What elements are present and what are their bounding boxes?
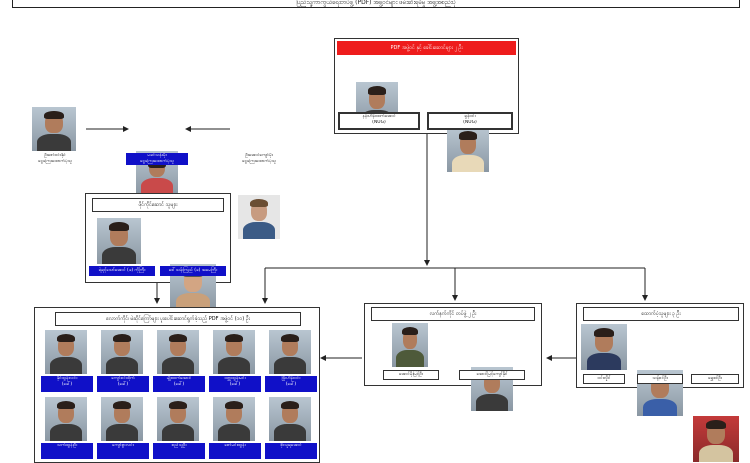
upper-center-role: ငွေကြေးထောက်ပံ့သူ [126, 159, 188, 165]
member-card: ဖြိုးဟိန်းဝင်း(ခေါ်) [263, 330, 317, 394]
upper-right-name: ဦးအောင်ကျော်မိုး [245, 153, 273, 158]
member-name: စည်သူဦး [171, 443, 187, 448]
member-photo [157, 397, 199, 441]
middle-left-box: ဖိုင်ကိုင်ဆောင် သူများ ရဲရင့်သော်အောင် (… [85, 193, 231, 310]
right-group-label-3: ရွှေစင်ဦး [691, 374, 739, 384]
upper-right-placeholder-avatar [238, 195, 280, 239]
right-group-photo-1 [581, 324, 627, 370]
right-group-name-2: သန့်ဇင်ဦး [652, 376, 668, 381]
member-name: ကျော်ဇင်ထိုက် [111, 376, 135, 381]
member-caption: သက်ထွန်းဦး [41, 443, 93, 459]
middle-right-name-2: အောင်မြင့်ကျော်နိုင် [476, 372, 508, 377]
top-member-name-1: နန်းဟိန်းထက်အောင် [362, 114, 396, 119]
right-group-photo-3 [693, 416, 739, 462]
bottom-left-row-1: နိုင်ထွန်းလင်း(ခေါ်)ကျော်ဇင်ထိုက်(ခေါ်)မ… [39, 330, 319, 394]
member-card: စိုးသူရအောင် [263, 397, 317, 461]
upper-right-label: ဦးအောင်ကျော်မိုး ငွေကြေးထောက်ပံ့သူ [228, 153, 290, 165]
member-caption: ဇော်မင်းထွန်း [209, 443, 261, 459]
member-card: ဇော်မင်းထွန်း [207, 397, 261, 461]
member-card: သက်ထွန်းဦး [39, 397, 93, 461]
upper-left-photo-left [32, 107, 76, 151]
member-card: ကျော်စွာလင်း [95, 397, 149, 461]
upper-left-role-left: ငွေကြေးထောက်ပံ့သူ [38, 159, 72, 164]
middle-right-title: လက်နက်ကိုင် တပ်ဖွဲ့ ၂ ဦး [371, 307, 535, 321]
member-caption: စိုးသူရအောင် [265, 443, 317, 459]
member-caption: နိုင်ထွန်းလင်း(ခေါ်) [41, 376, 93, 392]
member-photo [269, 397, 311, 441]
middle-left-name-2: ဒေါ်သန်းကြည် (ခ) အမေကြီး [160, 266, 226, 276]
member-name: နိုင်ထွန်းလင်း [56, 376, 78, 381]
upper-center-name: မခင်သန်းမိုး [126, 153, 188, 159]
member-name: စိုးသူရအောင် [280, 443, 302, 448]
member-photo [213, 330, 255, 374]
top-group-box: PDF အဖွဲ့ဝင် နှင့် ခေါင်းဆောင်များ ၂ ဦး … [334, 38, 519, 172]
member-card: နိုင်ထွန်းလင်း(ခေါ်) [39, 330, 93, 394]
top-member-label-2: ရှန်ဝင်း (NUG) [427, 112, 513, 130]
member-photo [101, 397, 143, 441]
member-name: ဝဏ္ဏထွန်းမင်း [224, 376, 246, 381]
middle-left-title: ဖိုင်ကိုင်ဆောင် သူများ [92, 198, 224, 212]
member-card: စည်သူဦး [151, 397, 205, 461]
upper-right-role: ငွေကြေးထောက်ပံ့သူ [242, 159, 276, 164]
bottom-left-row-2: သက်ထွန်းဦး ကျော်စွာလင်း စည်သူဦး ဇော်မင်းထွန… [39, 397, 319, 461]
top-group-title: PDF အဖွဲ့ဝင် နှင့် ခေါင်းဆောင်များ ၂ ဦး [337, 41, 516, 55]
member-alias: (ခေါ်) [117, 382, 129, 387]
upper-left-name-left: ဦးဇော်ဝင်းနိုင် [44, 153, 66, 158]
middle-left-name-1: ရဲရင့်သော်အောင် (ခ) ကိုကြီး [89, 266, 155, 276]
member-name: ဇော်မင်းထွန်း [224, 443, 246, 448]
middle-right-name-1: အောင်မိုးမြင့်ဦး [399, 372, 423, 377]
member-photo [45, 330, 87, 374]
member-name: မျိုးထက်အောင် [166, 376, 192, 381]
member-alias: (ခေါ်) [173, 382, 185, 387]
member-alias: (ခေါ်) [61, 382, 73, 387]
member-alias: (ခေါ်) [229, 382, 241, 387]
member-caption: မျိုးထက်အောင်(ခေါ်) [153, 376, 205, 392]
member-caption: ကျော်ဇင်ထိုက်(ခေါ်) [97, 376, 149, 392]
right-group-label-1: ဝင်းလှိုင် [583, 374, 625, 384]
member-caption: ဝဏ္ဏထွန်းမင်း(ခေါ်) [209, 376, 261, 392]
middle-right-photo-1 [392, 323, 428, 367]
upper-left-label-left: ဦးဇော်ဝင်းနိုင် ငွေကြေးထောက်ပံ့သူ [24, 153, 86, 165]
top-banner: ပြည်သူ့ကာကွယ်ရေးတပ်ဖွဲ့ (PDF) အဖွဲ့ဝင်မျ… [12, 0, 740, 8]
member-name: ကျော်စွာလင်း [112, 443, 134, 448]
right-group-title: ထောက်ပံ့သူများ ၃ ဦး [583, 307, 739, 321]
member-caption: စည်သူဦး [153, 443, 205, 459]
member-card: ဝဏ္ဏထွန်းမင်း(ခေါ်) [207, 330, 261, 394]
middle-left-photo-1 [97, 218, 141, 264]
bottom-left-box: လောက်ကိုင်၊ မဲဆိုင်ကြော်များ ပူးပေါင်းဆေ… [34, 307, 320, 463]
top-member-label-1: နန်းဟိန်းထက်အောင် (NUG) [338, 112, 420, 130]
member-caption: ဖြိုးဟိန်းဝင်း(ခေါ်) [265, 376, 317, 392]
member-card: မျိုးထက်အောင်(ခေါ်) [151, 330, 205, 394]
middle-right-label-2: အောင်မြင့်ကျော်နိုင် [459, 370, 525, 380]
member-name: ဖြိုးဟိန်းဝင်း [281, 376, 301, 381]
member-caption: ကျော်စွာလင်း [97, 443, 149, 459]
top-member-photo-2 [447, 127, 489, 172]
top-member-name-2: ရှန်ဝင်း [464, 114, 476, 119]
member-photo [213, 397, 255, 441]
top-member-sub-2: (NUG) [463, 120, 477, 125]
member-card: ကျော်ဇင်ထိုက်(ခေါ်) [95, 330, 149, 394]
member-alias: (ခေါ်) [285, 382, 297, 387]
top-member-sub-1: (NUG) [372, 120, 386, 125]
member-name: သက်ထွန်းဦး [56, 443, 78, 448]
bottom-left-title: လောက်ကိုင်၊ မဲဆိုင်ကြော်များ ပူးပေါင်းဆေ… [55, 312, 301, 326]
right-group-name-3: ရွှေစင်ဦး [708, 376, 722, 381]
member-photo [101, 330, 143, 374]
middle-right-box: လက်နက်ကိုင် တပ်ဖွဲ့ ၂ ဦး အောင်မိုးမြင့်ဦ… [364, 303, 542, 411]
member-photo [157, 330, 199, 374]
right-group-name-1: ဝင်းလှိုင် [597, 376, 611, 381]
upper-center-label: မခင်သန်းမိုး ငွေကြေးထောက်ပံ့သူ [126, 153, 188, 165]
member-photo [269, 330, 311, 374]
member-photo [45, 397, 87, 441]
middle-right-label-1: အောင်မိုးမြင့်ဦး [383, 370, 439, 380]
right-group-label-2: သန့်ဇင်ဦး [637, 374, 683, 384]
right-group-box: ထောက်ပံ့သူများ ၃ ဦး ဝင်းလှိုင် သန့်ဇင်ဦး… [576, 303, 744, 462]
